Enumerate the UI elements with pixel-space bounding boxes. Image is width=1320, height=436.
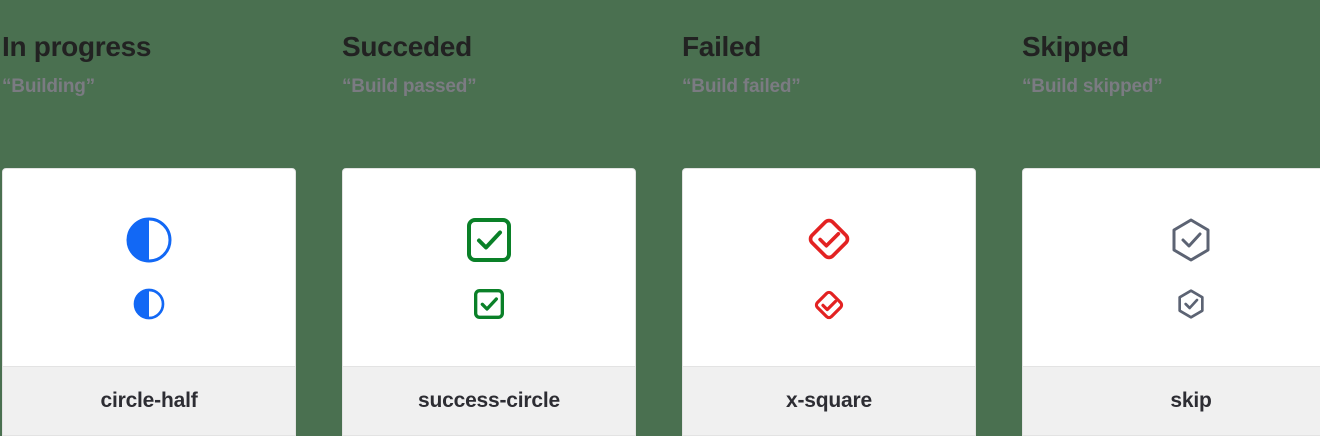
icon-card-footer: skip bbox=[1023, 366, 1320, 435]
icon-card-skip[interactable]: skip bbox=[1022, 168, 1320, 436]
icon-preview-area bbox=[1023, 169, 1320, 366]
column-header-in-progress: In progress “Building” bbox=[0, 0, 340, 168]
skip-icon-small bbox=[1178, 288, 1204, 319]
column-subtitle: “Build failed” bbox=[682, 75, 801, 97]
icon-card-x-square[interactable]: x-square bbox=[682, 168, 976, 436]
icon-card-footer: x-square bbox=[683, 366, 975, 435]
x-square-icon-small bbox=[814, 290, 844, 319]
circle-half-icon bbox=[126, 217, 172, 262]
icon-card-footer: circle-half bbox=[3, 366, 295, 435]
column-title: Failed bbox=[682, 31, 762, 62]
column-title: Skipped bbox=[1022, 31, 1129, 62]
icon-preview-area bbox=[3, 169, 295, 366]
column-subtitle: “Build skipped” bbox=[1022, 75, 1163, 97]
page-title: In progress bbox=[2, 31, 152, 62]
icon-card-circle-half[interactable]: circle-half bbox=[2, 168, 296, 436]
icon-name-label: circle-half bbox=[100, 389, 198, 412]
icon-name-label: x-square bbox=[786, 389, 872, 412]
icon-name-label: success-circle bbox=[418, 389, 560, 412]
column-title: Succeded bbox=[342, 31, 472, 62]
icon-preview-area bbox=[683, 169, 975, 366]
success-circle-icon-small bbox=[474, 288, 504, 319]
icon-card-cell: circle-half bbox=[0, 168, 340, 436]
icon-card-success-circle[interactable]: success-circle bbox=[342, 168, 636, 436]
success-circle-icon bbox=[467, 217, 511, 262]
circle-half-icon-small bbox=[133, 288, 165, 319]
column-subtitle: “Build passed” bbox=[342, 75, 477, 97]
icon-name-label: skip bbox=[1170, 389, 1212, 412]
column-header-failed: Failed “Build failed” bbox=[680, 0, 1020, 168]
column-header-skipped: Skipped “Build skipped” bbox=[1020, 0, 1320, 168]
column-header-succeded: Succeded “Build passed” bbox=[340, 0, 680, 168]
icon-card-cell: x-square bbox=[680, 168, 1020, 436]
icon-card-cell: skip bbox=[1020, 168, 1320, 436]
icon-card-footer: success-circle bbox=[343, 366, 635, 435]
icon-card-cell: success-circle bbox=[340, 168, 680, 436]
x-square-icon bbox=[808, 218, 850, 259]
column-subtitle: “Building” bbox=[2, 75, 95, 97]
skip-icon bbox=[1172, 218, 1210, 261]
icon-preview-area bbox=[343, 169, 635, 366]
